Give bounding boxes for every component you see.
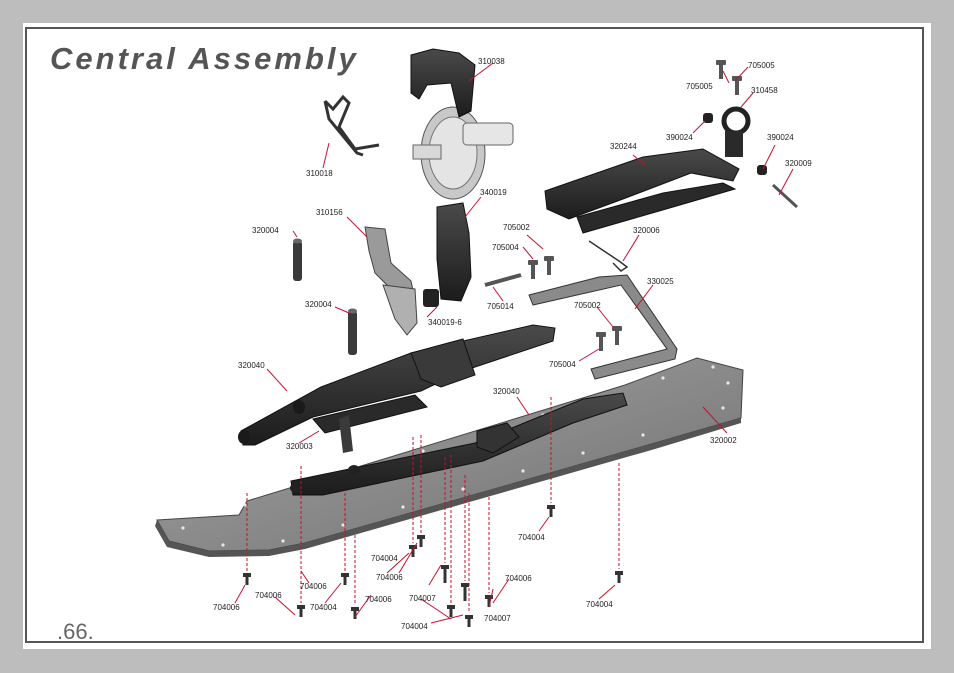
- manual-page: 310038 705005 705005 310458 390024 39002…: [23, 23, 931, 649]
- part-label: 310038: [478, 57, 505, 66]
- part-label: 705005: [686, 82, 713, 91]
- bottom-screws: [246, 397, 620, 613]
- part-label: 704004: [310, 603, 337, 612]
- part-label: 320002: [710, 436, 737, 445]
- part-labels: 310038 705005 705005 310458 390024 39002…: [213, 57, 812, 631]
- part-label: 705002: [503, 223, 530, 232]
- part-label: 704006: [505, 574, 532, 583]
- top-screws: [528, 60, 742, 351]
- standoff-posts: [293, 238, 357, 355]
- part-label: 320004: [252, 226, 279, 235]
- page-title: Central Assembly: [50, 41, 359, 76]
- label-leaders: [234, 62, 794, 624]
- part-label: 320040: [238, 361, 265, 370]
- chassis-brace: [528, 274, 678, 380]
- part-label: 340019: [480, 188, 507, 197]
- part-label: 310458: [751, 86, 778, 95]
- steering-post: [703, 106, 767, 175]
- part-label: 704006: [365, 595, 392, 604]
- part-label: 390024: [767, 133, 794, 142]
- part-label: 310156: [316, 208, 343, 217]
- part-label: 330025: [647, 277, 674, 286]
- page-number: .66.: [57, 619, 94, 644]
- part-label: 340019-6: [428, 318, 462, 327]
- pin-clip: [588, 240, 629, 272]
- diff-mount: [410, 48, 476, 307]
- part-label: 704004: [518, 533, 545, 542]
- part-label: 705004: [492, 243, 519, 252]
- part-label: 705005: [748, 61, 775, 70]
- part-label: 320004: [305, 300, 332, 309]
- part-label: 704006: [376, 573, 403, 582]
- body-clip: [323, 94, 380, 157]
- part-label: 704006: [213, 603, 240, 612]
- screw-heads: [243, 505, 623, 627]
- part-label: 704007: [484, 614, 511, 623]
- steering-bellcrank: [364, 226, 418, 336]
- part-label: 320244: [610, 142, 637, 151]
- part-label: 705004: [549, 360, 576, 369]
- part-label: 705002: [574, 301, 601, 310]
- exploded-parts-diagram: 310038 705005 705005 310458 390024 39002…: [155, 48, 812, 631]
- steering-links: [544, 148, 740, 234]
- part-label: 320003: [286, 442, 313, 451]
- lower-side-rail: [290, 392, 628, 496]
- part-label: 704007: [409, 594, 436, 603]
- part-label: 704006: [255, 591, 282, 600]
- part-label: 705014: [487, 302, 514, 311]
- long-pin: [484, 273, 522, 287]
- part-label: 320006: [633, 226, 660, 235]
- page-frame: [25, 27, 924, 643]
- part-label: 320040: [493, 387, 520, 396]
- battery-tray-plate: [312, 394, 428, 453]
- part-label: 704004: [586, 600, 613, 609]
- part-label: 390024: [666, 133, 693, 142]
- part-label: 704004: [401, 622, 428, 631]
- center-diff: [412, 106, 514, 200]
- part-label: 320009: [785, 159, 812, 168]
- part-label: 704004: [371, 554, 398, 563]
- part-label: 310018: [306, 169, 333, 178]
- hinge-pin: [771, 183, 799, 209]
- part-label: 704006: [300, 582, 327, 591]
- upper-side-rail: [238, 324, 556, 446]
